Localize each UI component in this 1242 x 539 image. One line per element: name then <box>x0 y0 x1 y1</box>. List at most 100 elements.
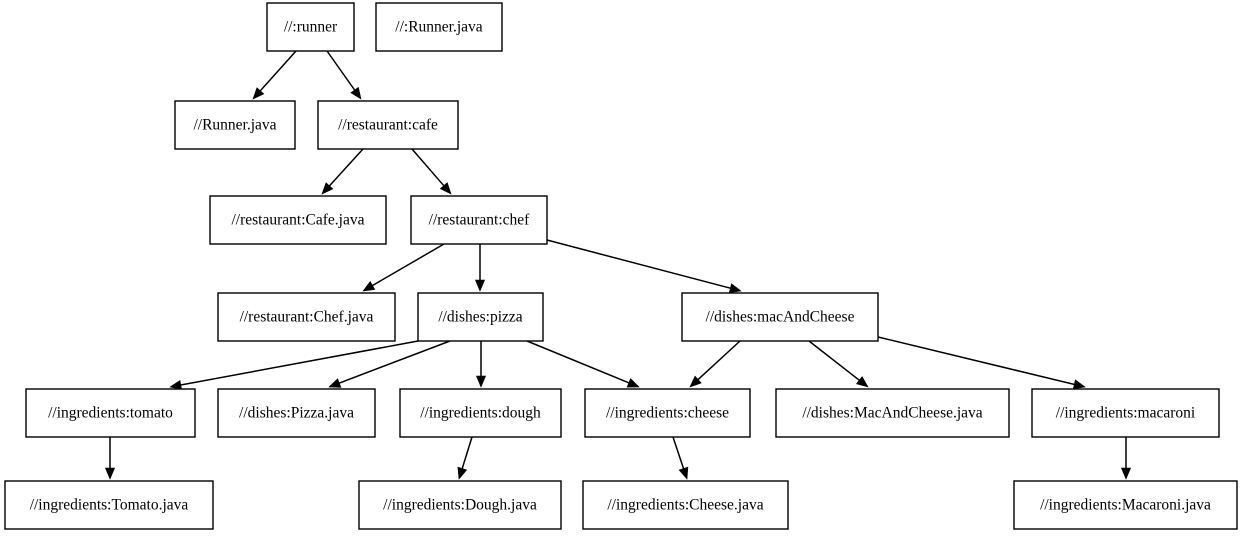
graph-node-dough[interactable]: //ingredients:dough <box>399 388 562 438</box>
edge-arrowhead <box>689 375 702 388</box>
graph-node-runner_java[interactable]: //Runner.java <box>174 100 296 150</box>
graph-node-dough_java[interactable]: //ingredients:Dough.java <box>358 480 562 530</box>
node-label: //restaurant:Cafe.java <box>232 212 365 229</box>
graph-edge <box>546 239 742 294</box>
graph-edge <box>877 336 1086 390</box>
node-box[interactable] <box>1013 480 1238 530</box>
graph-edge <box>362 243 445 292</box>
edge-arrowhead <box>169 379 183 390</box>
graph-node-tomato[interactable]: //ingredients:tomato <box>25 388 196 438</box>
graph-edge <box>526 340 640 388</box>
edge-line <box>258 50 297 93</box>
edge-line <box>337 340 451 385</box>
graph-node-macaroni_java[interactable]: //ingredients:Macaroni.java <box>1013 480 1238 530</box>
graph-edge <box>326 50 362 100</box>
edge-arrowhead <box>475 375 487 388</box>
node-label: //ingredients:tomato <box>48 405 173 422</box>
edge-line <box>411 148 446 188</box>
node-label: //ingredients:Cheese.java <box>607 497 763 514</box>
node-box[interactable] <box>174 100 296 150</box>
graph-edge <box>321 148 364 195</box>
edge-line <box>877 336 1076 386</box>
graph-edge <box>474 244 486 292</box>
edge-line <box>672 436 685 471</box>
node-label: //:runner <box>284 19 338 36</box>
node-box[interactable] <box>4 480 214 530</box>
edge-line <box>370 243 445 287</box>
node-box[interactable] <box>217 292 396 342</box>
graph-node-macaroni[interactable]: //ingredients:macaroni <box>1031 388 1220 438</box>
edge-arrowhead <box>104 467 116 480</box>
graph-node-runner[interactable]: //:runner <box>266 2 355 52</box>
node-box[interactable] <box>582 480 789 530</box>
graph-node-chef[interactable]: //restaurant:chef <box>410 195 548 245</box>
node-box[interactable] <box>681 292 879 342</box>
graph-edge <box>328 340 451 388</box>
edge-arrowhead <box>362 280 376 292</box>
edge-line <box>546 239 733 290</box>
node-box[interactable] <box>358 480 562 530</box>
node-label: //:Runner.java <box>395 19 483 36</box>
node-box[interactable] <box>266 2 355 52</box>
node-label: //dishes:pizza <box>438 309 522 326</box>
edge-arrowhead <box>474 279 486 292</box>
graph-node-cafe_java[interactable]: //restaurant:Cafe.java <box>209 195 387 245</box>
graph-edge <box>457 436 473 480</box>
node-label: //ingredients:Dough.java <box>383 497 537 514</box>
graph-edge <box>808 340 869 388</box>
graph-edge <box>411 148 452 195</box>
graph-node-chef_java[interactable]: //restaurant:Chef.java <box>217 292 396 342</box>
node-box[interactable] <box>209 195 387 245</box>
graph-node-pizza_java[interactable]: //dishes:Pizza.java <box>217 388 376 438</box>
node-label: //restaurant:Chef.java <box>240 309 374 326</box>
node-box[interactable] <box>399 388 562 438</box>
edge-arrowhead <box>328 378 342 388</box>
graph-node-cafe[interactable]: //restaurant:cafe <box>317 100 459 150</box>
graph-node-tomato_java[interactable]: //ingredients:Tomato.java <box>4 480 214 530</box>
graph-edge <box>672 436 689 480</box>
graph-node-macandcheese_java[interactable]: //dishes:MacAndCheese.java <box>775 388 1010 438</box>
graph-node-cheese_java[interactable]: //ingredients:Cheese.java <box>582 480 789 530</box>
edge-arrowhead <box>457 466 468 480</box>
node-label: //ingredients:Macaroni.java <box>1040 497 1211 514</box>
node-label: //dishes:MacAndCheese.java <box>802 405 982 422</box>
edge-arrowhead <box>855 376 869 388</box>
node-label: //ingredients:Tomato.java <box>30 497 189 514</box>
edge-arrowhead <box>728 283 742 294</box>
nodes-layer: //:runner //:Runner.java //Runner.java //re… <box>4 2 1238 530</box>
edge-arrowhead <box>678 466 689 480</box>
edge-arrowhead <box>1120 467 1132 480</box>
node-box[interactable] <box>25 388 196 438</box>
edge-arrowhead <box>439 182 452 195</box>
graph-edge <box>1120 437 1132 480</box>
graph-edge <box>104 437 116 480</box>
node-box[interactable] <box>417 292 544 342</box>
graph-edge <box>252 50 297 100</box>
edge-arrowhead <box>252 87 265 100</box>
node-label: //dishes:Pizza.java <box>239 405 354 422</box>
graph-node-pizza[interactable]: //dishes:pizza <box>417 292 544 342</box>
node-box[interactable] <box>775 388 1010 438</box>
node-label: //ingredients:dough <box>420 405 541 422</box>
node-box[interactable] <box>375 2 503 52</box>
node-label: //ingredients:cheese <box>606 405 729 422</box>
graph-node-cheese[interactable]: //ingredients:cheese <box>584 388 751 438</box>
node-label: //restaurant:cafe <box>338 117 438 134</box>
edge-line <box>461 436 473 471</box>
node-label: //dishes:macAndCheese <box>706 309 855 326</box>
node-box[interactable] <box>317 100 459 150</box>
node-box[interactable] <box>1031 388 1220 438</box>
node-box[interactable] <box>584 388 751 438</box>
node-label: //Runner.java <box>193 117 276 134</box>
node-box[interactable] <box>217 388 376 438</box>
graph-node-macandcheese[interactable]: //dishes:macAndCheese <box>681 292 879 342</box>
node-box[interactable] <box>410 195 548 245</box>
edge-arrowhead <box>626 378 640 388</box>
graph-edge <box>689 340 741 388</box>
edge-line <box>696 340 741 382</box>
graph-edge <box>475 341 487 388</box>
edge-line <box>326 50 357 92</box>
graph-node-root_runner_java[interactable]: //:Runner.java <box>375 2 503 52</box>
edge-line <box>808 340 861 382</box>
node-label: //restaurant:chef <box>429 212 531 229</box>
